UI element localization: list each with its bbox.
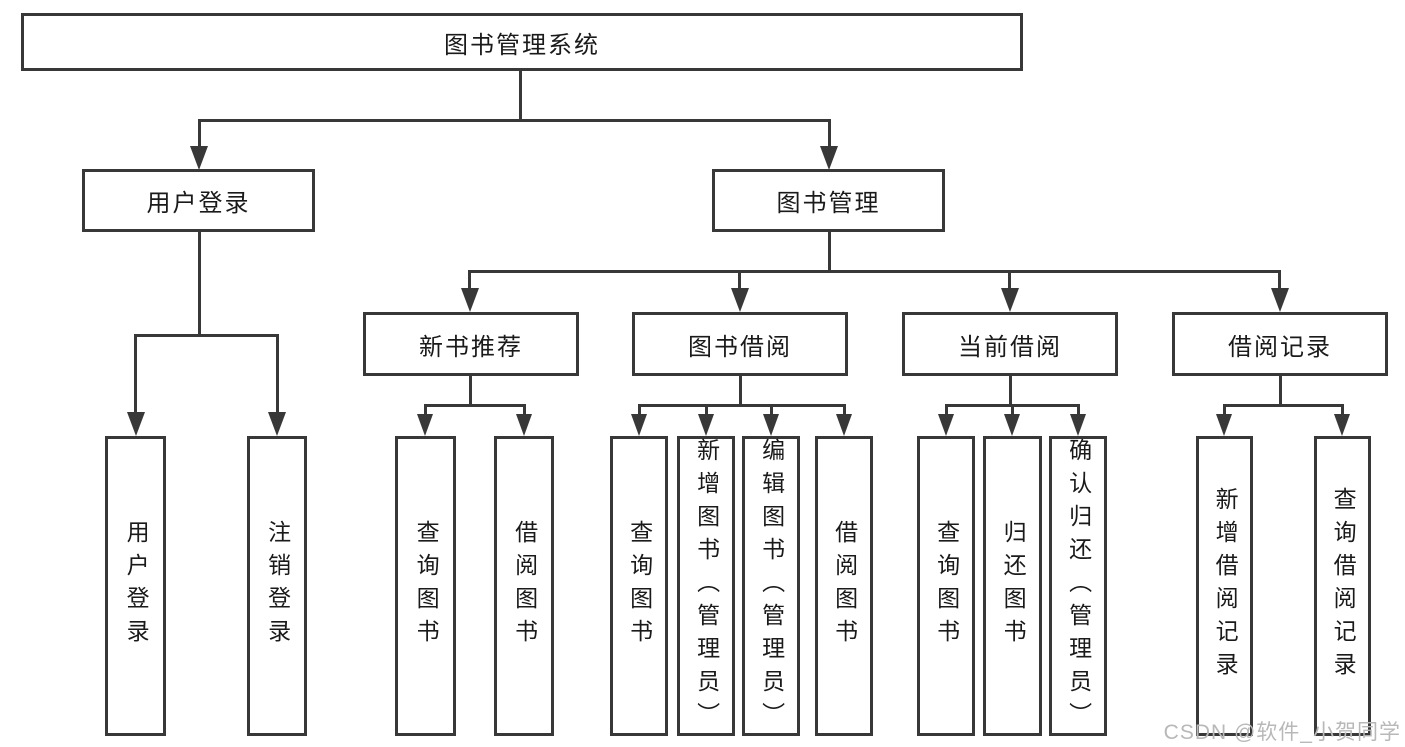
arrowhead-current-query: [938, 414, 954, 436]
leaf-user-login: 用户登录: [105, 436, 166, 736]
edge-drop-borrow-borrow: [843, 404, 846, 416]
arrowhead-user-login: [190, 146, 208, 170]
edge-drop-user-login: [198, 119, 201, 150]
edge-drop-book-management: [828, 119, 831, 150]
leaf-current-query-book: 查询图书: [917, 436, 975, 736]
edge-root-trunk: [519, 70, 522, 122]
edge-user-login-trunk: [198, 232, 201, 337]
edge-recommend-trunk: [469, 376, 472, 407]
arrowhead-recommend-query: [417, 414, 433, 436]
leaf-borrow-query-book: 查询图书: [610, 436, 668, 736]
edge-book-borrow-trunk: [739, 376, 742, 407]
node-current-borrow: 当前借阅: [902, 312, 1118, 376]
edge-drop-new-book-recommend: [468, 270, 471, 290]
arrowhead-add-record: [1216, 414, 1232, 436]
arrowhead-confirm-return: [1070, 414, 1086, 436]
leaf-edit-book-admin-label: 编辑图书（管理员）: [758, 437, 785, 735]
edge-drop-current-query: [945, 404, 948, 416]
edge-drop-recommend-query: [424, 404, 427, 416]
edge-drop-add-book: [705, 404, 708, 416]
leaf-query-borrow-record: 查询借阅记录: [1314, 436, 1371, 736]
edge-root-split: [198, 119, 831, 122]
edge-drop-query-record: [1341, 404, 1344, 416]
leaf-return-book: 归还图书: [983, 436, 1042, 736]
leaf-add-book-admin-label: 新增图书（管理员）: [693, 437, 720, 735]
leaf-query-borrow-record-label: 查询借阅记录: [1330, 487, 1357, 685]
node-new-book-recommend-label: 新书推荐: [419, 333, 523, 361]
leaf-confirm-return-admin-label: 确认归还（管理员）: [1065, 437, 1092, 735]
leaf-borrow-query-book-label: 查询图书: [626, 520, 653, 652]
leaf-add-book-admin: 新增图书（管理员）: [677, 436, 735, 736]
leaf-recommend-borrow-book: 借阅图书: [494, 436, 554, 736]
arrowhead-user-login-leaf: [127, 412, 145, 436]
arrowhead-book-borrow: [731, 288, 749, 312]
edge-book-management-trunk: [828, 232, 831, 273]
node-book-borrow: 图书借阅: [632, 312, 848, 376]
node-book-management-label: 图书管理: [776, 190, 881, 217]
arrowhead-add-book: [698, 414, 714, 436]
arrowhead-borrow-query: [631, 414, 647, 436]
edge-drop-current-borrow: [1008, 270, 1011, 290]
edge-user-login-split: [134, 334, 279, 337]
edge-drop-logout-leaf: [276, 334, 279, 416]
leaf-user-login-label: 用户登录: [123, 520, 150, 652]
node-book-management: 图书管理: [712, 169, 945, 232]
leaf-logout-label: 注销登录: [264, 520, 291, 652]
edge-drop-borrow-records: [1278, 270, 1281, 290]
arrowhead-logout-leaf: [268, 412, 286, 436]
edge-drop-borrow-query: [638, 404, 641, 416]
arrowhead-borrow-records: [1271, 288, 1289, 312]
leaf-recommend-query-book-label: 查询图书: [413, 520, 440, 652]
arrowhead-recommend-borrow: [516, 414, 532, 436]
leaf-add-borrow-record: 新增借阅记录: [1196, 436, 1253, 736]
edge-book-borrow-split: [638, 404, 846, 407]
arrowhead-borrow-borrow: [836, 414, 852, 436]
edge-drop-confirm-return: [1077, 404, 1080, 416]
watermark: CSDN @软件_小贺同学: [1163, 721, 1401, 744]
node-current-borrow-label: 当前借阅: [958, 333, 1062, 361]
edge-drop-return-book: [1011, 404, 1014, 416]
edge-drop-user-login-leaf: [134, 334, 137, 416]
edge-book-management-split: [468, 270, 1281, 273]
node-new-book-recommend: 新书推荐: [363, 312, 579, 376]
edge-drop-edit-book: [770, 404, 773, 416]
arrowhead-return-book: [1004, 414, 1020, 436]
arrowhead-book-management: [820, 146, 838, 170]
leaf-confirm-return-admin: 确认归还（管理员）: [1049, 436, 1107, 736]
leaf-borrow-borrow-book-label: 借阅图书: [831, 520, 858, 652]
edge-drop-recommend-borrow: [523, 404, 526, 416]
leaf-current-query-book-label: 查询图书: [933, 520, 960, 652]
edge-drop-add-record: [1223, 404, 1226, 416]
node-user-login: 用户登录: [82, 169, 315, 232]
arrowhead-query-record: [1334, 414, 1350, 436]
arrowhead-new-book-recommend: [461, 288, 479, 312]
edge-records-split: [1223, 404, 1344, 407]
node-root-label: 图书管理系统: [444, 31, 600, 59]
edge-recommend-split: [424, 404, 526, 407]
node-borrow-records-label: 借阅记录: [1228, 333, 1332, 361]
leaf-recommend-query-book: 查询图书: [395, 436, 456, 736]
leaf-return-book-label: 归还图书: [1000, 520, 1027, 652]
edge-drop-book-borrow: [738, 270, 741, 290]
leaf-edit-book-admin: 编辑图书（管理员）: [742, 436, 800, 736]
arrowhead-edit-book: [763, 414, 779, 436]
node-borrow-records: 借阅记录: [1172, 312, 1388, 376]
edge-records-trunk: [1279, 376, 1282, 407]
leaf-borrow-borrow-book: 借阅图书: [815, 436, 873, 736]
node-root: 图书管理系统: [21, 13, 1023, 71]
arrowhead-current-borrow: [1001, 288, 1019, 312]
leaf-recommend-borrow-book-label: 借阅图书: [511, 520, 538, 652]
leaf-logout: 注销登录: [247, 436, 307, 736]
node-user-login-label: 用户登录: [146, 190, 251, 217]
edge-current-trunk: [1009, 376, 1012, 407]
node-book-borrow-label: 图书借阅: [688, 333, 792, 361]
leaf-add-borrow-record-label: 新增借阅记录: [1212, 487, 1239, 685]
